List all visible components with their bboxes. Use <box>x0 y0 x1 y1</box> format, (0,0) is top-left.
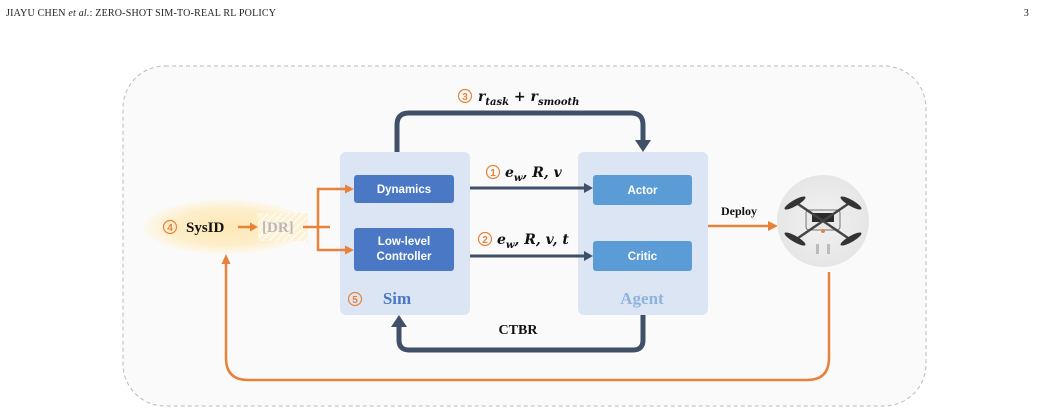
sim-label: Sim <box>383 289 411 308</box>
badge-5: 5 <box>352 295 358 306</box>
actor-input-label: ew, R, v <box>505 165 563 184</box>
dynamics-feed-arrowhead <box>345 184 354 194</box>
badge-2: 2 <box>482 235 488 246</box>
dynamics-label: Dynamics <box>377 184 431 196</box>
deploy-label: Deploy <box>721 204 757 218</box>
running-head: JIAYU CHEN et al.: ZERO-SHOT SIM-TO-REAL… <box>6 8 277 19</box>
dynamics-box <box>354 175 454 203</box>
outer-frame <box>122 65 927 407</box>
ctbr-label: CTBR <box>499 323 539 338</box>
critic-box <box>593 241 692 271</box>
deploy-arrowhead <box>768 221 778 231</box>
reward-arrowhead <box>635 140 651 152</box>
controller-label-line2: Controller <box>377 251 432 263</box>
quadrotor-drone-icon <box>777 175 869 267</box>
badge-2-circle <box>477 231 493 247</box>
badge-3-circle <box>457 88 473 104</box>
critic-input-arrowhead <box>584 251 593 261</box>
actor-label: Actor <box>627 185 658 197</box>
dr-label: [DR] <box>262 220 294 236</box>
ctbr-arrowhead <box>391 315 407 327</box>
reward-label: rtask + rsmooth <box>478 89 579 108</box>
feedback-loop-arrow <box>224 262 831 382</box>
badge-1: 1 <box>490 168 496 179</box>
feedback-loop-arrowhead <box>221 254 231 264</box>
sim-feed-arrows <box>303 187 345 252</box>
ctbr-arrow <box>396 315 646 353</box>
page-number: 3 <box>1023 8 1029 19</box>
actor-input-arrowhead <box>584 183 593 193</box>
badge-4: 4 <box>167 223 173 234</box>
sysid-arrowhead <box>250 222 258 232</box>
badge-1-circle <box>485 164 501 180</box>
critic-input-label: ew, R, v, t <box>497 232 569 251</box>
badge-5-circle <box>347 291 363 307</box>
page-header: JIAYU CHEN et al.: ZERO-SHOT SIM-TO-REAL… <box>6 8 1039 22</box>
reward-arrow <box>394 110 646 152</box>
controller-box <box>354 228 454 271</box>
dr-hatch <box>258 213 308 241</box>
badge-4-circle <box>162 219 178 235</box>
badge-3: 3 <box>462 92 468 103</box>
actor-box <box>593 175 692 205</box>
critic-label: Critic <box>628 251 658 263</box>
agent-label: Agent <box>620 289 664 308</box>
sysid-label: SysID <box>186 220 225 236</box>
controller-feed-arrowhead <box>345 245 354 255</box>
controller-label-line1: Low-level <box>378 236 430 248</box>
